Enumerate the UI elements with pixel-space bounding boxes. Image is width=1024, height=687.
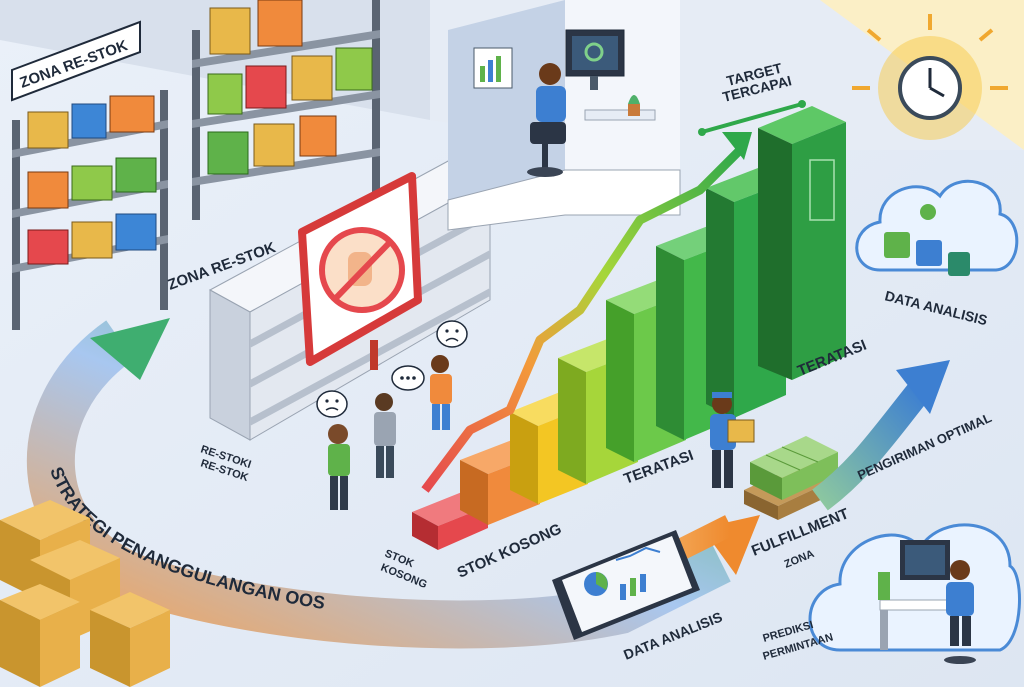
stacked-boxes <box>0 500 170 687</box>
tablet-icon <box>552 530 700 640</box>
cloud-data-icon <box>855 179 1019 276</box>
customers-group <box>328 355 452 510</box>
warehouse-worker <box>710 392 755 488</box>
trend-arrow <box>421 132 752 493</box>
clock-icon <box>852 14 1008 140</box>
prediction-workstation <box>808 523 1021 664</box>
restock-shelves <box>12 0 380 330</box>
delivery-arrow <box>812 360 950 511</box>
progress-bars <box>412 106 846 550</box>
target-marker: TARGET TERCAPAI <box>698 60 806 136</box>
no-hand-icon <box>298 172 422 370</box>
chat-bubble-icon <box>391 365 425 391</box>
office-cubicle <box>447 0 681 231</box>
sad-face-icon <box>436 320 468 348</box>
confused-face-icon <box>316 390 348 418</box>
bar-8 <box>758 106 846 380</box>
